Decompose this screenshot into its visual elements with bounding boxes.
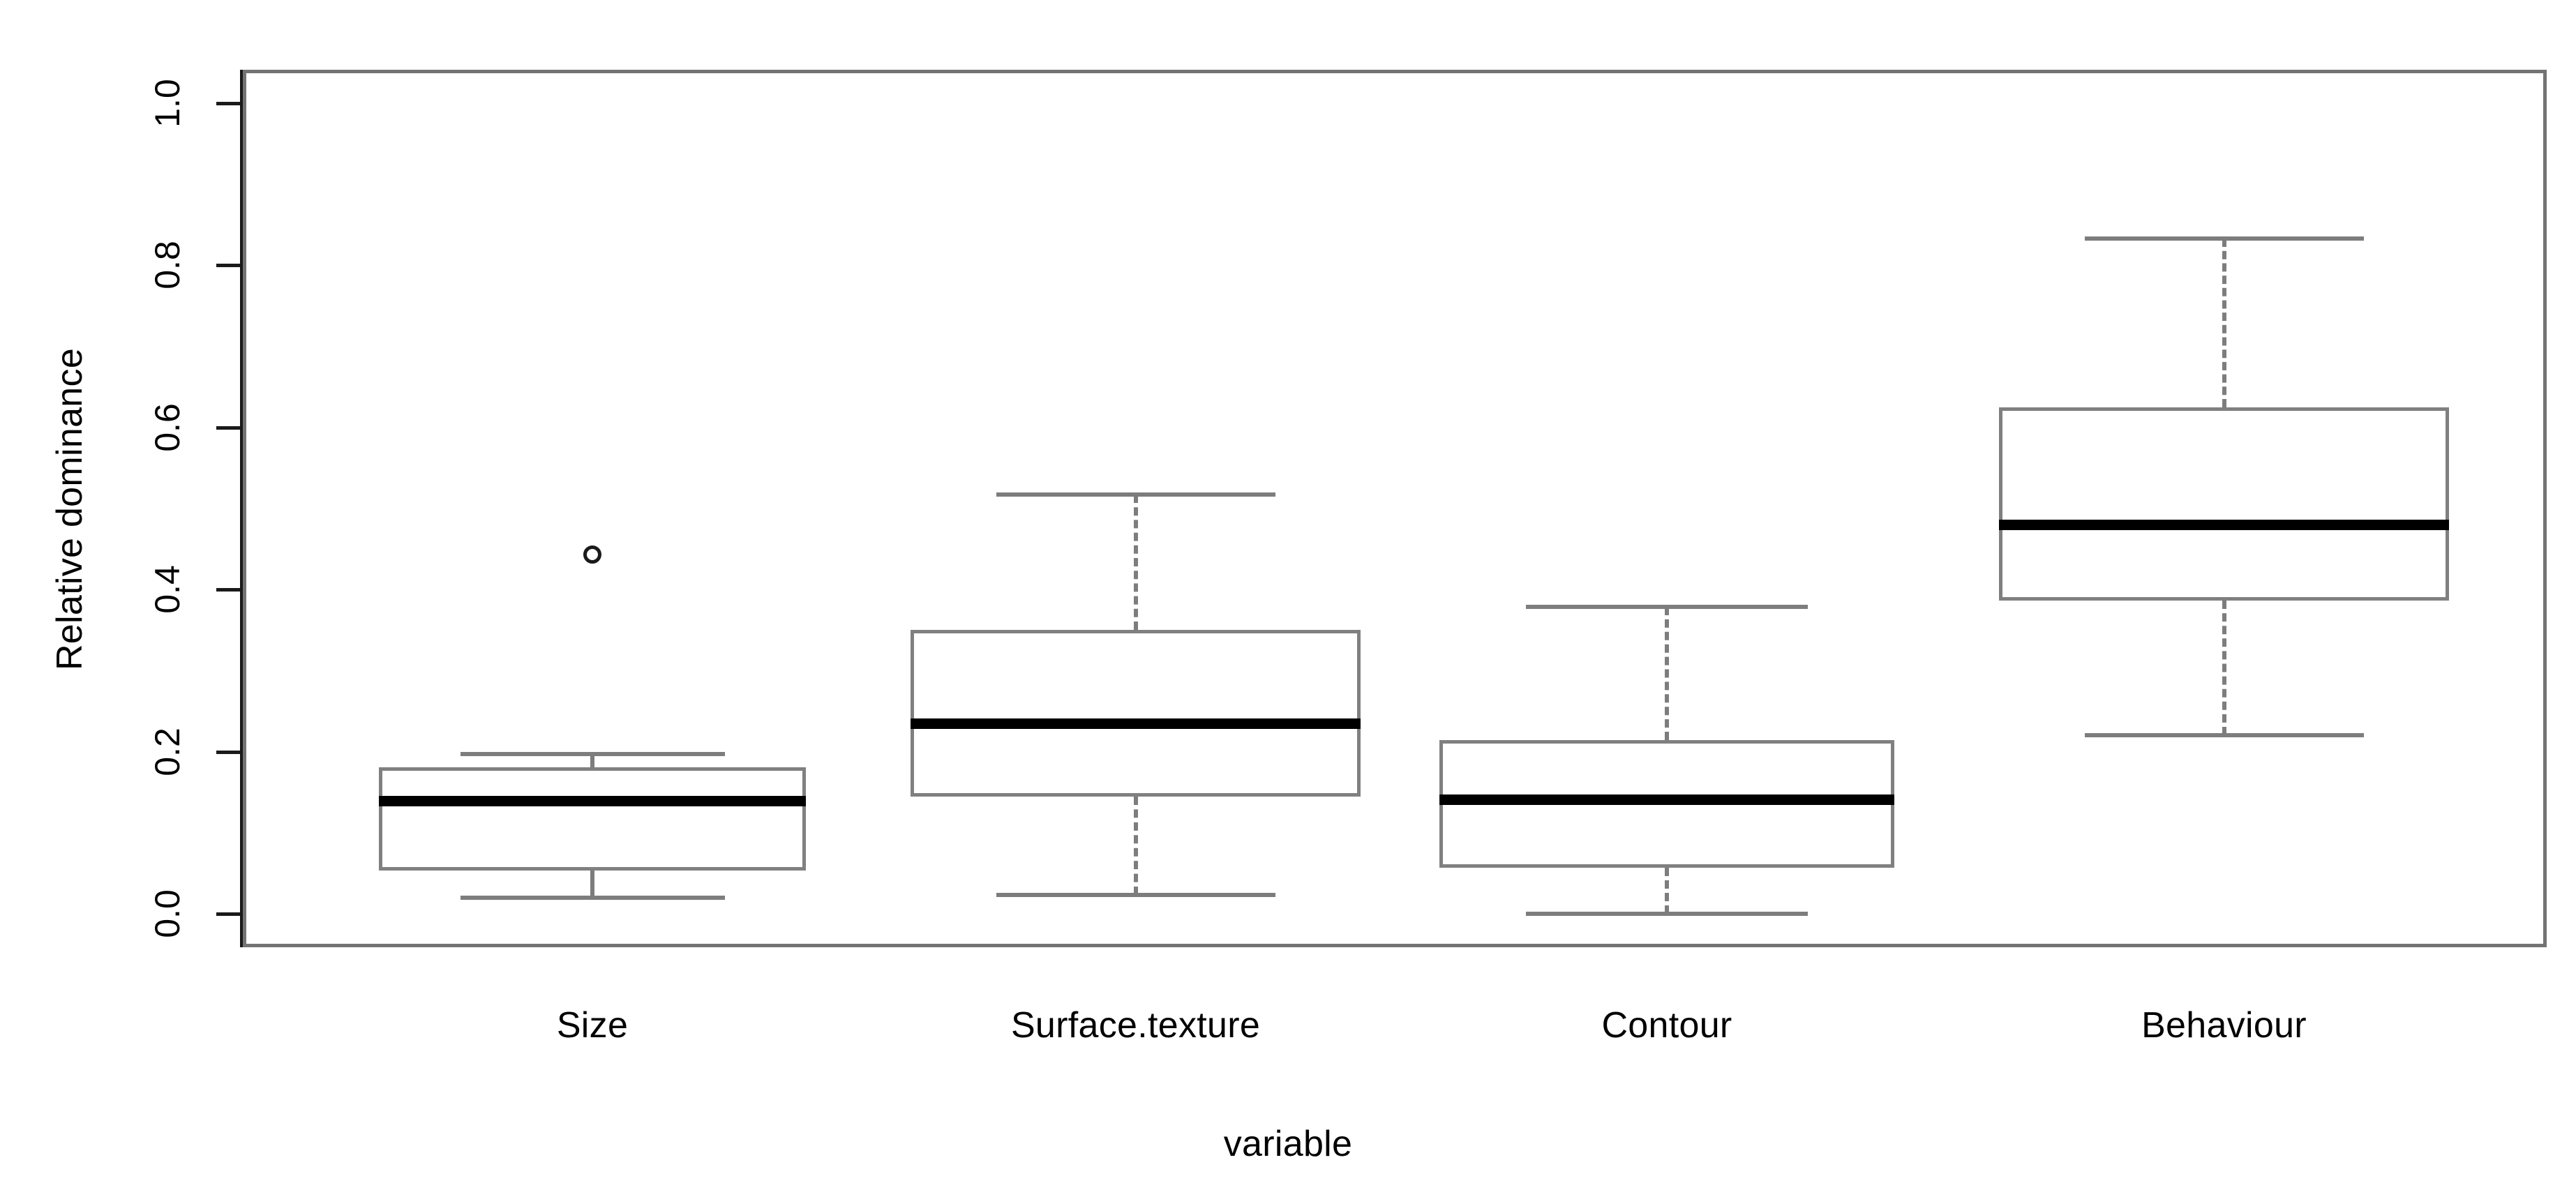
y-axis-line — [240, 70, 244, 947]
y-tick-mark — [216, 102, 243, 105]
y-tick-mark — [216, 750, 243, 754]
cap-upper — [2084, 236, 2364, 241]
y-tick-label: 0.4 — [148, 565, 187, 614]
median-line — [1439, 794, 1894, 806]
x-tick-label-surface-texture: Surface.texture — [1010, 1005, 1261, 1046]
y-tick-mark — [216, 912, 243, 916]
whisker-lower — [1133, 796, 1138, 896]
cap-upper — [996, 492, 1275, 497]
median-line — [1999, 520, 2449, 531]
x-axis-title: variable — [1223, 1124, 1353, 1164]
whisker-lower — [2222, 601, 2226, 736]
y-tick-mark — [216, 264, 243, 268]
y-tick-mark — [216, 425, 243, 430]
whisker-upper — [2222, 239, 2226, 407]
plot-area — [243, 70, 2547, 947]
median-line — [379, 796, 806, 807]
y-axis-title: Relative dominance — [28, 42, 112, 977]
box-iqr — [1999, 407, 2449, 601]
x-tick-label-contour: Contour — [1601, 1005, 1732, 1046]
box-iqr — [379, 767, 806, 871]
whisker-upper — [1665, 606, 1669, 741]
whisker-lower — [590, 871, 594, 898]
x-tick-label-behaviour: Behaviour — [2141, 1005, 2307, 1046]
cap-lower — [460, 895, 725, 900]
cap-upper — [460, 752, 725, 757]
outlier-point — [583, 545, 601, 564]
y-tick-label: 0.0 — [148, 889, 187, 938]
whisker-upper — [1133, 495, 1138, 631]
y-tick-label: 0.8 — [148, 241, 187, 290]
y-tick-mark — [216, 588, 243, 592]
y-tick-label: 1.0 — [148, 79, 187, 128]
cap-lower — [2084, 733, 2364, 738]
whisker-upper — [590, 754, 594, 767]
x-tick-label-size: Size — [556, 1005, 629, 1046]
cap-upper — [1526, 604, 1808, 609]
y-tick-label: 0.2 — [148, 727, 187, 776]
whisker-lower — [1665, 867, 1669, 914]
cap-lower — [996, 893, 1275, 898]
median-line — [911, 718, 1361, 729]
y-axis-title-text: Relative dominance — [50, 347, 90, 671]
y-tick-label: 0.6 — [148, 403, 187, 452]
cap-lower — [1526, 912, 1808, 916]
box-iqr — [911, 630, 1361, 797]
